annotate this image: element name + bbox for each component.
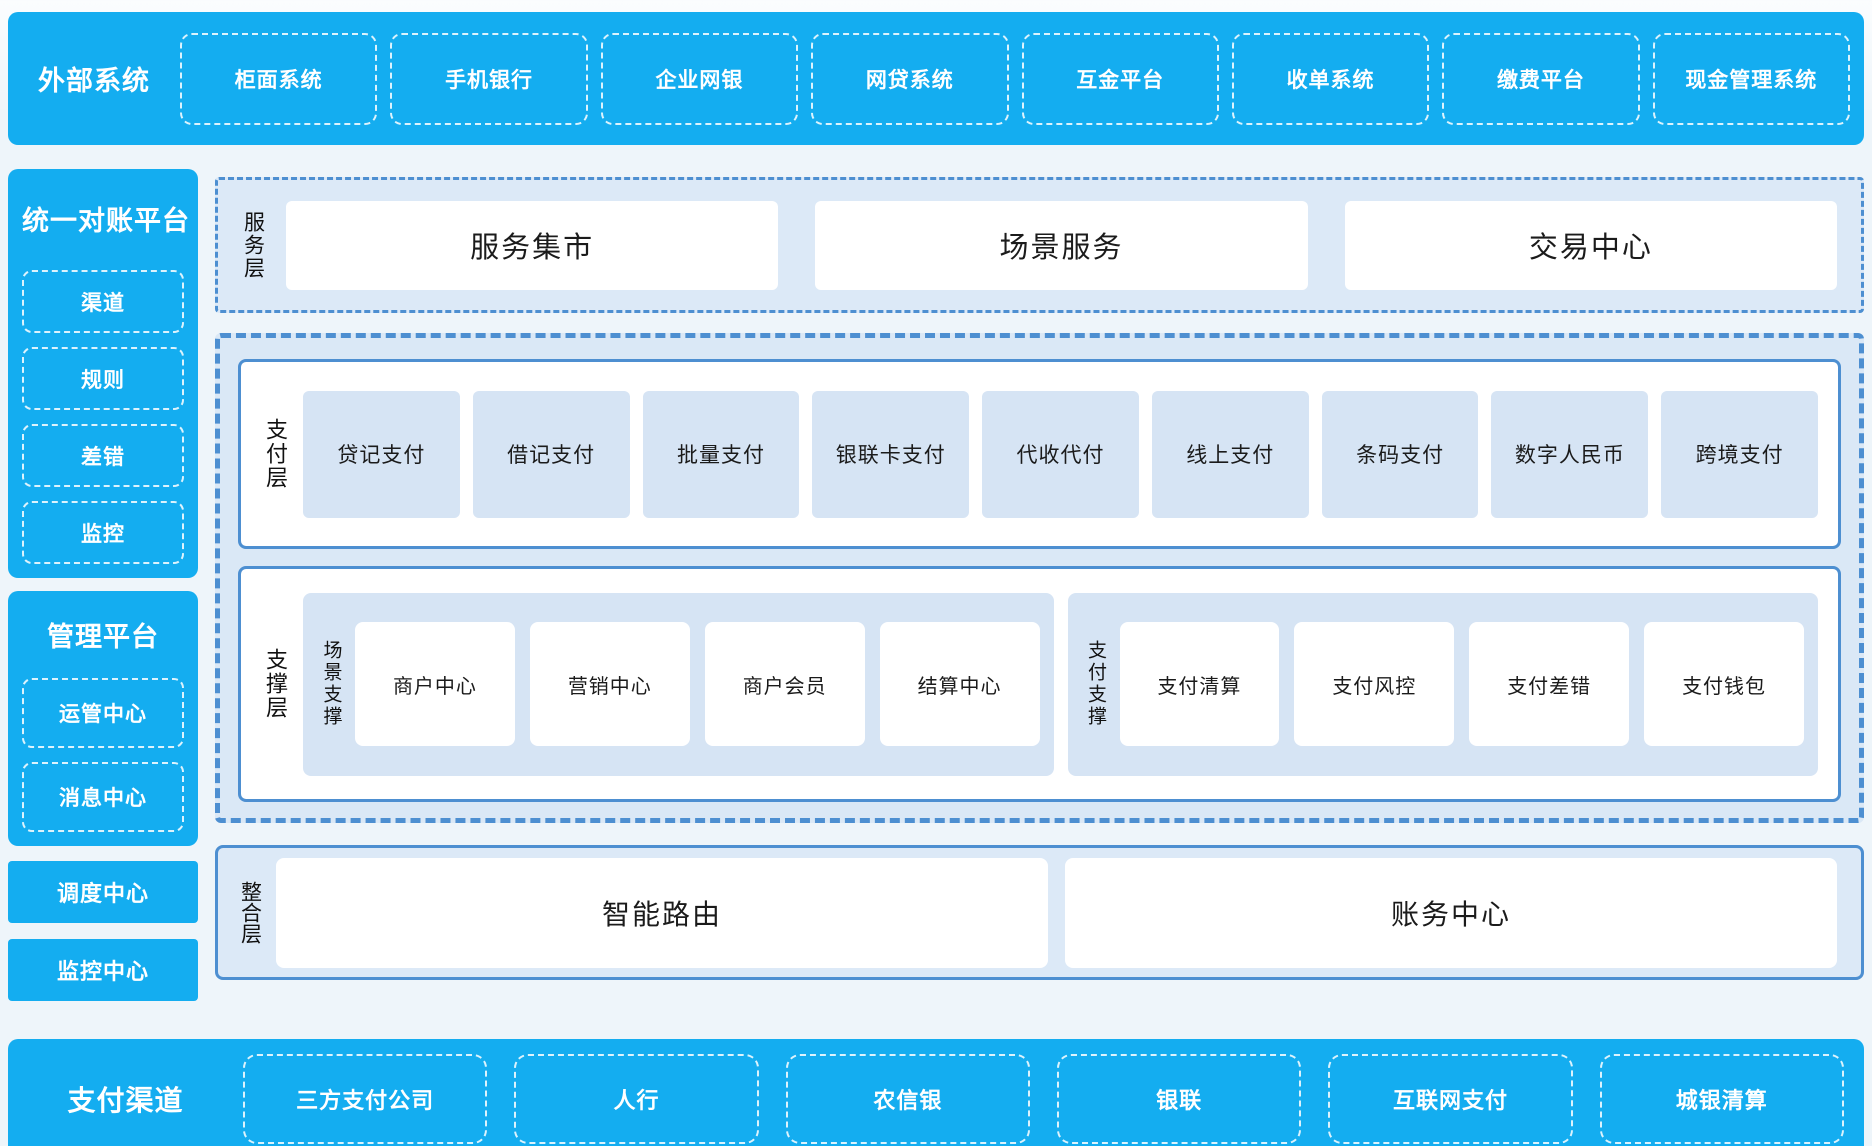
scene-support-list: 商户中心 营销中心 商户会员 结算中心	[355, 622, 1040, 746]
reconciliation-platform-list: 渠道 规则 差错 监控	[22, 270, 184, 564]
payment-node: 代收代付	[982, 390, 1139, 518]
payment-support-node: 支付钱包	[1644, 622, 1804, 746]
support-layer-label: 支撑层	[263, 648, 288, 720]
service-layer-list: 服务集市 场景服务 交易中心	[286, 200, 1837, 290]
reconciliation-node: 渠道	[22, 270, 184, 333]
management-node: 消息中心	[22, 762, 184, 832]
service-node: 场景服务	[815, 200, 1308, 290]
support-groups: 场景支撑 商户中心 营销中心 商户会员 结算中心	[303, 592, 1818, 776]
payment-support-node: 支付清算	[1119, 622, 1280, 746]
integration-layer-label: 整合层	[238, 881, 262, 944]
payment-layer: 支付层 贷记支付 借记支付 批量支付 银联卡支付 代收代付 线上支付	[238, 359, 1841, 549]
external-system-node: 收单系统	[1231, 32, 1430, 125]
service-layer-label: 服务层	[241, 210, 265, 280]
reconciliation-platform-block: 统一对账平台 渠道 规则 差错 监控	[8, 169, 198, 578]
integration-node: 智能路由	[276, 857, 1048, 968]
external-system-node: 手机银行	[390, 32, 588, 125]
scene-support-node: 营销中心	[529, 622, 690, 746]
payment-support-label: 支付支撑	[1085, 640, 1106, 728]
sidebar: 统一对账平台 渠道 规则 差错 监控 管理平台 运管中心 消息中心	[8, 169, 198, 1001]
payment-channel-node: 互联网支付	[1328, 1054, 1573, 1144]
payment-support-list: 支付清算 支付风控 支付差错 支付钱包	[1119, 622, 1804, 746]
service-node: 交易中心	[1344, 200, 1837, 290]
external-system-node: 企业网银	[600, 32, 799, 125]
management-platform-list: 运管中心 消息中心	[22, 678, 184, 832]
payment-node: 跨境支付	[1661, 390, 1819, 518]
middle-region: 统一对账平台 渠道 规则 差错 监控 管理平台 运管中心 消息中心	[8, 169, 1864, 1001]
payment-channels-title: 支付渠道	[67, 1085, 184, 1116]
scene-support-group: 场景支撑 商户中心 营销中心 商户会员 结算中心	[303, 592, 1054, 776]
scene-support-node: 商户会员	[704, 622, 865, 746]
external-systems-list: 柜面系统 手机银行 企业网银 网贷系统 互金平台 收单系统 缴费平台 现金管理系…	[180, 32, 1850, 125]
payment-node: 条码支付	[1321, 390, 1479, 518]
integration-node: 账务中心	[1065, 857, 1837, 968]
payment-layer-label: 支付层	[263, 418, 288, 490]
reconciliation-platform-title: 统一对账平台	[22, 206, 190, 236]
payment-layer-list: 贷记支付 借记支付 批量支付 银联卡支付 代收代付 线上支付 条码支付 数字人	[303, 390, 1819, 518]
external-systems-title: 外部系统	[38, 66, 150, 96]
payment-channel-node: 银联	[1056, 1054, 1302, 1144]
payment-support-node: 支付差错	[1469, 622, 1630, 746]
payment-support-group: 支付支撑 支付清算 支付风控 支付差错 支付钱包	[1067, 592, 1818, 776]
external-system-node: 互金平台	[1021, 32, 1219, 125]
main-diagram-column: 服务层 服务集市 场景服务 交易中心 支付层 贷记支付	[215, 169, 1864, 1001]
scene-support-label: 场景支撑	[320, 640, 342, 728]
payment-support-node: 支付风控	[1294, 622, 1455, 746]
reconciliation-node: 规则	[22, 347, 184, 410]
payment-node: 贷记支付	[303, 390, 460, 518]
payment-node: 借记支付	[472, 390, 630, 518]
external-systems-bar: 外部系统 柜面系统 手机银行 企业网银 网贷系统 互金平台 收单系统 缴费平台 …	[8, 12, 1864, 145]
integration-layer: 整合层 智能路由 账务中心	[215, 845, 1864, 980]
payment-node: 线上支付	[1151, 390, 1309, 518]
support-layer: 支撑层 场景支撑 商户中心 营销中心 商户会员	[238, 566, 1841, 802]
payment-channel-node: 农信银	[785, 1054, 1030, 1144]
scene-support-node: 商户中心	[355, 622, 515, 746]
external-system-node: 缴费平台	[1442, 32, 1640, 125]
payment-channels-list: 三方支付公司 人行 农信银 银联 互联网支付 城银清算	[243, 1054, 1844, 1144]
payment-channel-node: 三方支付公司	[243, 1054, 488, 1144]
reconciliation-node: 差错	[22, 424, 184, 487]
external-system-node: 网贷系统	[811, 32, 1009, 125]
payment-channel-node: 人行	[514, 1054, 759, 1144]
service-layer: 服务层 服务集市 场景服务 交易中心	[215, 177, 1864, 313]
management-platform-block: 管理平台 运管中心 消息中心	[8, 591, 198, 846]
integration-layer-list: 智能路由 账务中心	[276, 857, 1837, 968]
dispatch-center-block: 调度中心	[8, 861, 198, 923]
payment-channels-bar: 支付渠道 三方支付公司 人行 农信银 银联 互联网支付 城银清算	[8, 1039, 1864, 1146]
monitor-center-block: 监控中心	[8, 939, 198, 1001]
management-platform-title: 管理平台	[47, 622, 159, 652]
payment-channel-node: 城银清算	[1599, 1054, 1844, 1144]
scene-support-node: 结算中心	[879, 622, 1040, 746]
payment-node: 银联卡支付	[812, 390, 970, 518]
management-node: 运管中心	[22, 678, 184, 748]
external-system-node: 柜面系统	[180, 32, 378, 125]
payment-node: 批量支付	[642, 390, 800, 518]
external-system-node: 现金管理系统	[1652, 32, 1850, 125]
reconciliation-node: 监控	[22, 501, 184, 564]
service-node: 服务集市	[286, 200, 779, 290]
payment-node: 数字人民币	[1491, 390, 1649, 518]
payment-support-wrap: 支付层 贷记支付 借记支付 批量支付 银联卡支付 代收代付 线上支付	[215, 333, 1864, 823]
